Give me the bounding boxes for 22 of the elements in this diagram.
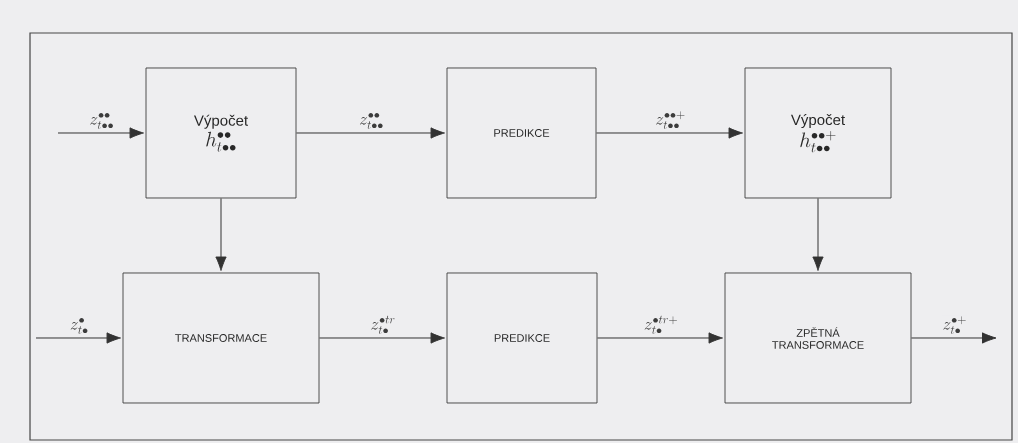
arrow	[35, 332, 121, 344]
process-box: Výpočet $h_{t\bullet\bullet}^{\bullet\bullet +}$	[744, 67, 892, 199]
arrow	[215, 197, 227, 271]
edge-label: $z_{t\bullet}^{\bullet tr}$	[371, 315, 395, 334]
arrow	[812, 197, 824, 271]
arrow	[596, 332, 723, 344]
arrow	[295, 127, 445, 139]
process-box: Výpočet $h_{t\bullet\bullet}^{\bullet\bullet}$	[145, 67, 297, 199]
edge-label: $z_{t\bullet\bullet}^{\bullet\bullet}$	[359, 112, 383, 129]
process-box: PREDIKCE	[446, 272, 598, 404]
edge-label: $z_{t\bullet}^{\bullet}$	[70, 317, 88, 334]
process-box: PREDIKCE	[446, 67, 597, 199]
edge-label: $z_{t\bullet\bullet}^{\bullet\bullet}$	[90, 112, 113, 129]
process-box: ZPĚTNÁ TRANSFORMACE	[724, 272, 912, 404]
edge-label: $z_{t\bullet\bullet}^{\bullet\bullet +}$	[656, 111, 685, 129]
process-box: TRANSFORMACE	[122, 272, 320, 404]
edge-label: $z_{t\bullet}^{\bullet tr +}$	[644, 315, 677, 334]
arrow	[595, 127, 743, 139]
arrow	[910, 332, 997, 344]
edge-label: $z_{t\bullet}^{\bullet +}$	[943, 316, 966, 334]
arrow	[57, 127, 144, 139]
arrow	[318, 332, 445, 344]
